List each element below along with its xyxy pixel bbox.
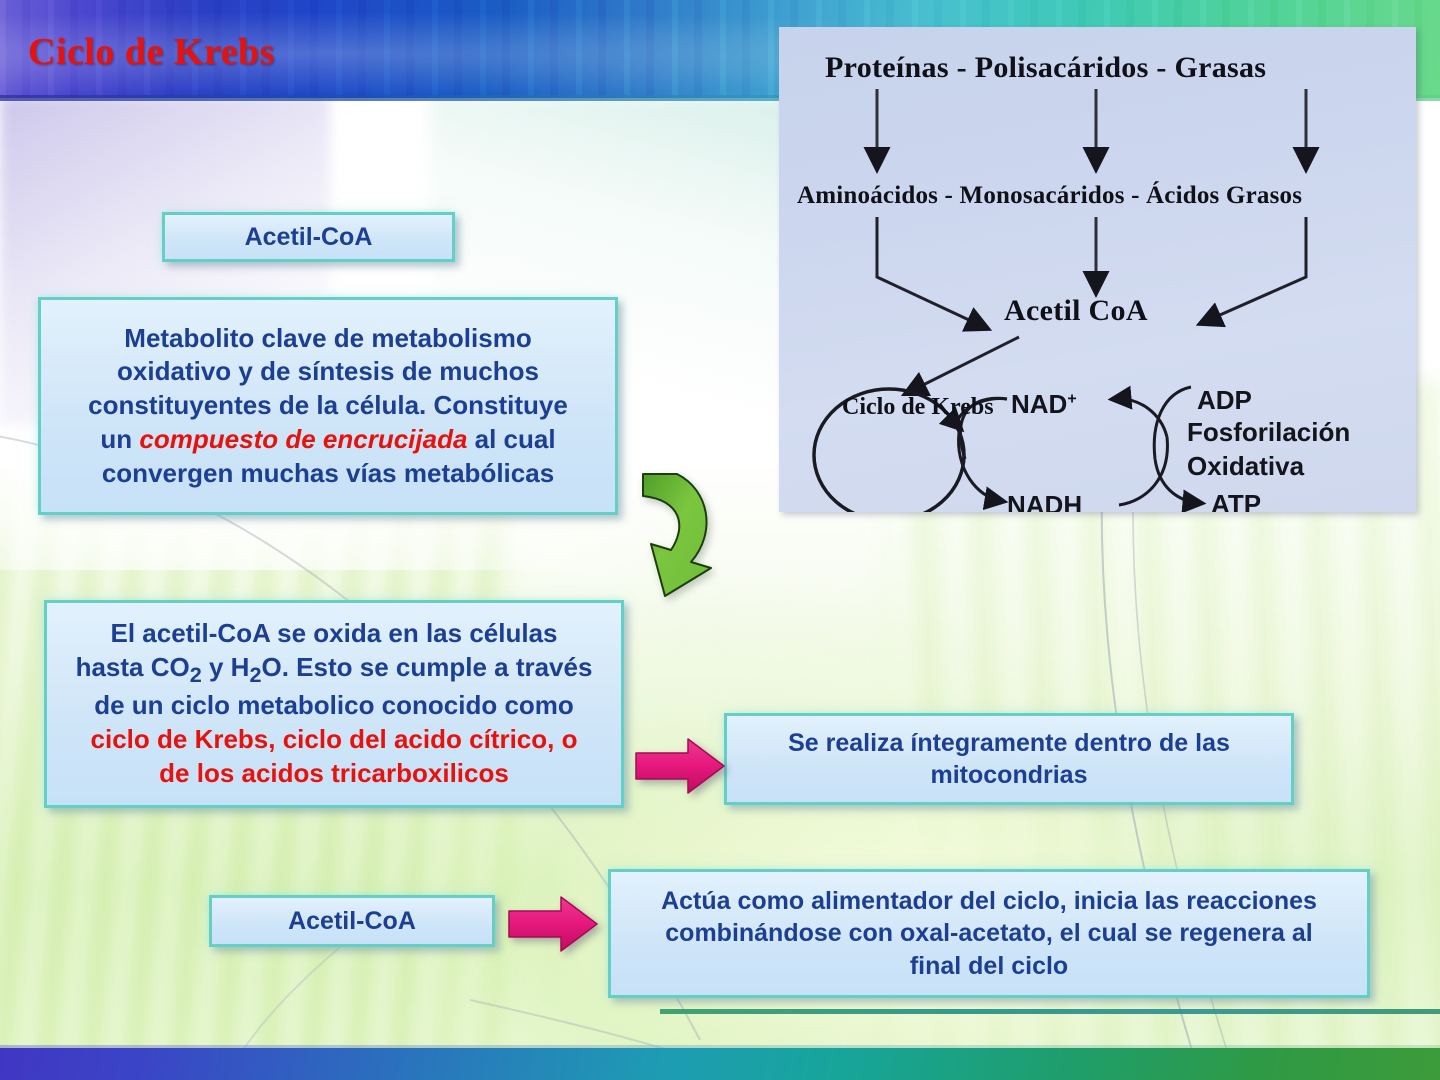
bottom-bar-highlight — [0, 1045, 1440, 1049]
actua-line-1: Actúa como alimentador del ciclo, inicia… — [661, 886, 1317, 915]
diagram-nad-label: NAD+ — [1011, 389, 1077, 419]
actua-line-2: combinándose con oxal-acetato, el cual s… — [665, 919, 1313, 948]
diagram-oxidative-label: Oxidativa — [1187, 451, 1305, 481]
diagram-arrows — [812, 89, 1320, 512]
pink-arrow-icon-actua — [508, 896, 598, 952]
callout-metabolito: Metabolito clave de metabolismo oxidativ… — [38, 297, 618, 515]
callout-oxidacion-text: El acetil-CoA se oxida en las células ha… — [59, 617, 609, 791]
page-title: Ciclo de Krebs — [28, 31, 275, 73]
diagram-atp-label: ATP — [1211, 489, 1262, 512]
diagram-acetil-coa-label: Acetil CoA — [1004, 294, 1148, 327]
callout-actua-alimentador: Actúa como alimentador del ciclo, inicia… — [608, 869, 1370, 998]
diagram-monomers-row: Aminoácidos - Monosacáridos - Ácidos Gra… — [797, 182, 1303, 209]
diagram-macromolecules-row: Proteínas - Polisacáridos - Grasas — [825, 51, 1267, 84]
pink-arrow-icon-mitocondrias — [635, 738, 725, 794]
metabolism-diagram-image: Proteínas - Polisacáridos - Grasas Amino… — [779, 27, 1416, 512]
metabolito-line-5: convergen muchas vías metabólicas — [101, 457, 555, 488]
oxidacion-line-1: El acetil-CoA se oxida en las células — [110, 618, 558, 649]
mitocondrias-line-2: mitocondrias — [930, 761, 1088, 789]
diagram-nadh-label: NADH — [1007, 490, 1083, 512]
callout-acetil-coa-top: Acetil-CoA — [162, 212, 455, 262]
oxidacion-line-3: de un ciclo metabolico conocido como — [94, 690, 574, 721]
callout-mitocondrias: Se realiza íntegramente dentro de las mi… — [724, 713, 1294, 805]
banner-underline — [0, 95, 1440, 101]
oxidacion-line-2b: y H — [201, 652, 250, 683]
metabolito-line-3: constituyentes de la célula. Constituye — [88, 390, 568, 421]
diagram-adp-label: ADP — [1197, 385, 1252, 415]
callout-actua-text: Actúa como alimentador del ciclo, inicia… — [623, 885, 1355, 983]
oxidacion-sub-h2o: 2 — [249, 662, 262, 688]
oxidacion-line-5: de los acidos tricarboxilicos — [159, 757, 509, 788]
diagram-nad-superscript: + — [1067, 390, 1077, 408]
callout-acetil-coa-top-label: Acetil-CoA — [244, 222, 373, 251]
metabolito-line-2: oxidativo y de síntesis de muchos — [117, 356, 539, 387]
oxidacion-line-2c: O. Esto se cumple a través — [261, 652, 593, 683]
bottom-bar — [0, 1048, 1440, 1080]
bottom-accent-line — [660, 1009, 1440, 1014]
callout-acetil-coa-bottom-label: Acetil-CoA — [288, 906, 416, 935]
mitocondrias-line-1: Se realiza íntegramente dentro de las — [788, 728, 1230, 757]
callout-oxidacion: El acetil-CoA se oxida en las células ha… — [44, 600, 624, 808]
callout-acetil-coa-bottom: Acetil-CoA — [209, 895, 495, 947]
diagram-phosphorylation-label: Fosforilación — [1187, 417, 1351, 447]
metabolito-line-4-pre: un — [100, 423, 140, 454]
green-curved-arrow-icon — [642, 473, 712, 597]
metabolito-line-1: Metabolito clave de metabolismo — [124, 322, 532, 353]
oxidacion-sub-co2: 2 — [189, 662, 202, 688]
oxidacion-line-4: ciclo de Krebs, ciclo del acido cítrico,… — [90, 724, 578, 755]
callout-metabolito-text: Metabolito clave de metabolismo oxidativ… — [53, 322, 603, 491]
diagram-krebs-cycle-label: Ciclo de Krebs — [842, 394, 994, 420]
metabolito-emphasis: compuesto de encrucijada — [139, 423, 468, 454]
metabolito-line-4-post: al cual — [467, 423, 556, 454]
actua-line-3: final del ciclo — [909, 951, 1069, 980]
callout-mitocondrias-text: Se realiza íntegramente dentro de las mi… — [739, 727, 1279, 792]
oxidacion-line-2a: hasta CO — [75, 652, 190, 683]
